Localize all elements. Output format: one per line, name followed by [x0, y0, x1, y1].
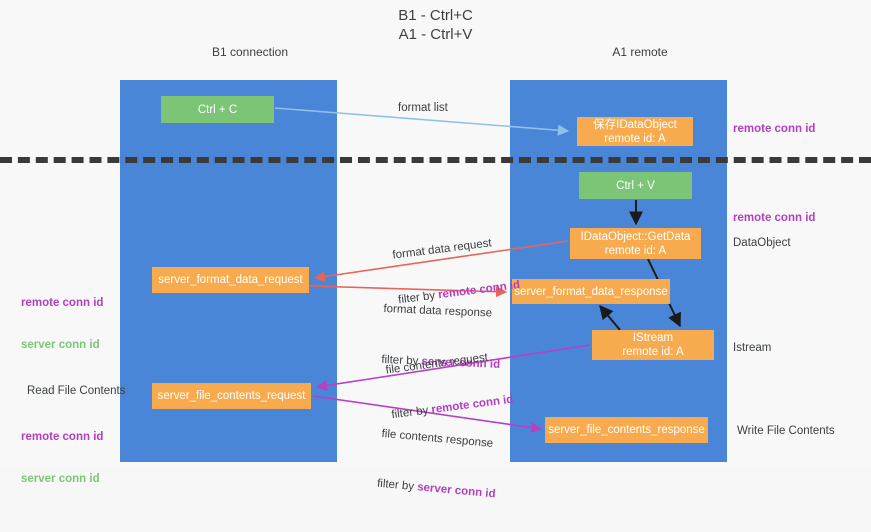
annotation-write-file-contents: Write File Contents [737, 425, 835, 437]
annotation-conn-ids-mid: remote conn id server conn id [21, 268, 103, 380]
node-idataobject-getdata[interactable]: IDataObject::GetData remote id: A [570, 228, 701, 259]
edge-label-format-data-response-line1: format data response [383, 302, 493, 320]
edge-label-file-contents-response-line2: filter by server conn id [376, 477, 496, 503]
node-server-format-data-request[interactable]: server_format_data_request [152, 267, 309, 293]
annotation-remote-conn-id-mid-left: remote conn id [21, 297, 104, 309]
annotation-data-object: DataObject [733, 237, 791, 249]
node-save-idataobject[interactable]: 保存IDataObject remote id: A [577, 117, 693, 146]
annotation-remote-conn-id-top: remote conn id [733, 123, 816, 135]
annotation-istream: Istream [733, 342, 772, 354]
column-header-b1: B1 connection [211, 45, 289, 59]
annotation-remote-conn-id-low-left: remote conn id [21, 431, 104, 443]
annotation-remote-conn-id-mid: remote conn id [733, 212, 816, 224]
annotation-server-conn-id-low-left: server conn id [21, 473, 100, 485]
filter-prefix: filter by [376, 477, 418, 494]
edge-label-file-contents-request-line1: file contents request [384, 351, 489, 377]
copy-paste-divider [0, 157, 871, 163]
column-header-a1: A1 remote [612, 45, 668, 59]
node-ctrl-v[interactable]: Ctrl + V [579, 172, 692, 199]
annotation-conn-ids-low: remote conn id server conn id [21, 402, 103, 514]
node-istream[interactable]: IStream remote id: A [592, 330, 714, 360]
annotation-read-file-contents: Read File Contents [27, 385, 126, 397]
page-title: B1 - Ctrl+C A1 - Ctrl+V [398, 7, 473, 43]
server-conn-id-key: server conn id [416, 481, 497, 501]
edge-label-file-contents-response: file contents response filter by server … [374, 397, 504, 532]
node-server-format-data-response[interactable]: server_format_data_response [512, 279, 670, 304]
annotation-server-conn-id-mid-left: server conn id [21, 339, 100, 351]
edge-label-file-contents-response-line1: file contents response [381, 427, 494, 450]
node-ctrl-c[interactable]: Ctrl + C [161, 96, 274, 123]
edge-label-format-list: format list [398, 102, 448, 114]
diagram-canvas: B1 - Ctrl+C A1 - Ctrl+V B1 connection A1… [0, 7, 871, 501]
node-server-file-contents-response[interactable]: server_file_contents_response [545, 417, 708, 443]
node-server-file-contents-request[interactable]: server_file_contents_request [152, 383, 311, 409]
edge-label-format-data-request-line1: format data request [391, 237, 493, 262]
